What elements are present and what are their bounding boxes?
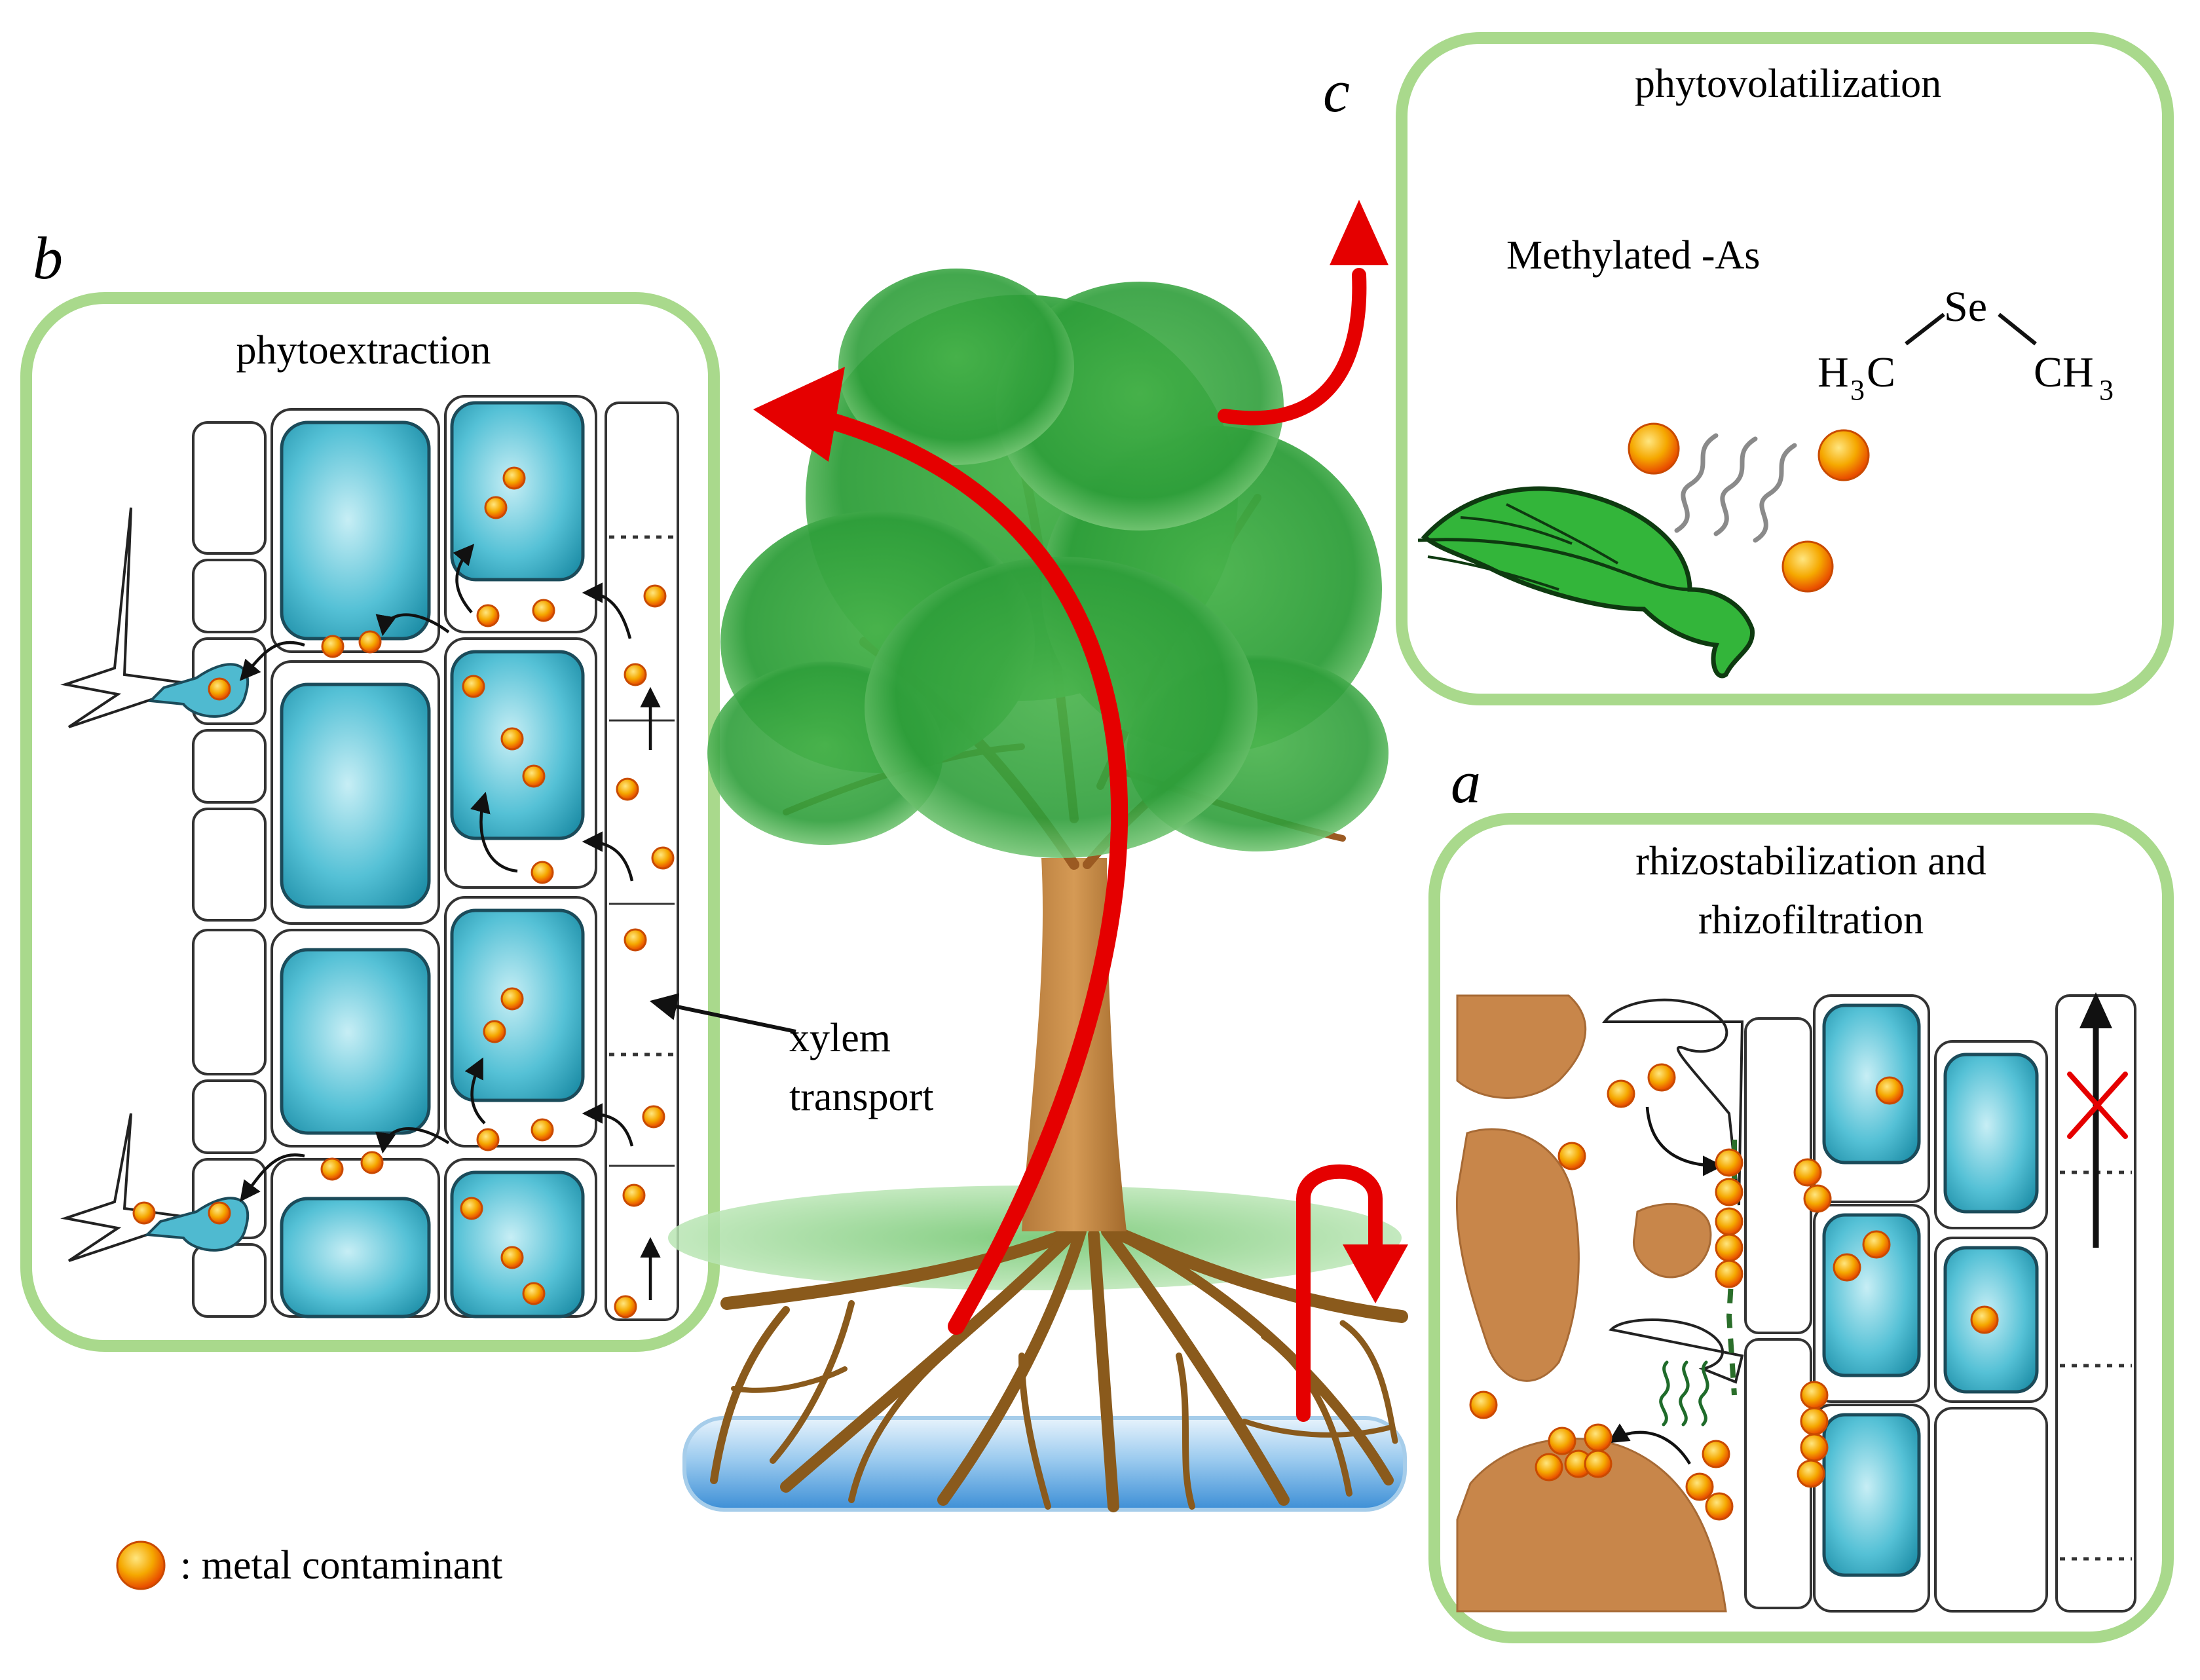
xylem-transport-label: xylem transport (649, 993, 933, 1119)
panel-a-metal-particles (1469, 1063, 1999, 1521)
methylated-as-label: Methylated -As (1506, 233, 1760, 278)
dimethyl-selenide-structure: Se H 3 C CH 3 (1818, 283, 2114, 406)
left-methyl-c: C (1867, 348, 1895, 396)
root-hair-cytoplasm (147, 663, 250, 718)
root-hair-cells (60, 507, 250, 1262)
panel-c-metal-particles (1628, 422, 1870, 593)
uptake-arrowhead (753, 367, 845, 462)
panel-b-metal-particles (132, 466, 675, 1318)
ground-grass (668, 1185, 1402, 1290)
panel-a-xylem (2055, 992, 2136, 1613)
panel-c-letter: c (1323, 58, 1350, 124)
symplastic-transport-arrows (239, 544, 634, 1203)
panel-b-phytoextraction: b phytoextraction (20, 225, 720, 1352)
xylem-vessel (605, 401, 679, 1321)
panel-c-phytovolatilization: c phytovolatilization Methylated -As Se … (1323, 32, 2174, 705)
panel-a-letter: a (1451, 749, 1481, 815)
panel-c-title: phytovolatilization (1635, 62, 1941, 106)
precipitation-arrow (1607, 1423, 1691, 1465)
panel-a-epidermis (1744, 1017, 1812, 1609)
vapor-wave-icon (1674, 433, 1797, 543)
right-methyl-sub: 3 (2099, 374, 2114, 406)
xylem-label-line1: xylem (789, 1016, 891, 1060)
uptake-translocation-arrow (817, 411, 1128, 1335)
legend: : metal contaminant (116, 1540, 502, 1590)
volatilization-arrow (1218, 268, 1367, 426)
leaf-icon (1417, 486, 1755, 679)
volatilization-arrowhead (1330, 200, 1389, 265)
left-methyl-sub: 3 (1850, 374, 1865, 406)
se-atom: Se (1944, 283, 1987, 331)
panel-a-rhizostabilization: a rhizostabilization and rhizofiltration (1428, 749, 2174, 1643)
soil-aggregates (1455, 994, 1727, 1613)
panel-a-title-line2: rhizofiltration (1698, 898, 1924, 943)
metal-particle-icon (116, 1540, 166, 1590)
xylem-pointer-arrow (649, 993, 796, 1034)
panel-a-title-line1: rhizostabilization and (1635, 839, 1986, 884)
panel-b-letter: b (33, 225, 63, 291)
endodermis-cells (444, 395, 597, 1318)
cross-mark-icon (2067, 1072, 2128, 1139)
tree-roots (710, 1225, 1408, 1512)
root-epidermis-hairs (1601, 998, 1744, 1384)
panel-b-title: phytoextraction (236, 328, 491, 373)
left-methyl-h: H (1818, 348, 1849, 396)
right-methyl-ch: CH (2034, 348, 2094, 396)
legend-label: : metal contaminant (180, 1543, 502, 1588)
rhizo-return-arrow (1296, 1164, 1383, 1422)
transport-arrows-red (753, 200, 1408, 1422)
adsorption-arrow (1645, 1106, 1724, 1176)
rhizo-return-arrowhead (1343, 1244, 1408, 1303)
exudate-wave-icon (1659, 1360, 1709, 1427)
xylem-label-line2: transport (789, 1075, 933, 1119)
tree-canopy (707, 269, 1389, 858)
panel-a-cortex (1813, 994, 2048, 1613)
water-layer (682, 1416, 1407, 1512)
cortex-cells (270, 408, 440, 1318)
tree-illustration (668, 269, 1408, 1512)
